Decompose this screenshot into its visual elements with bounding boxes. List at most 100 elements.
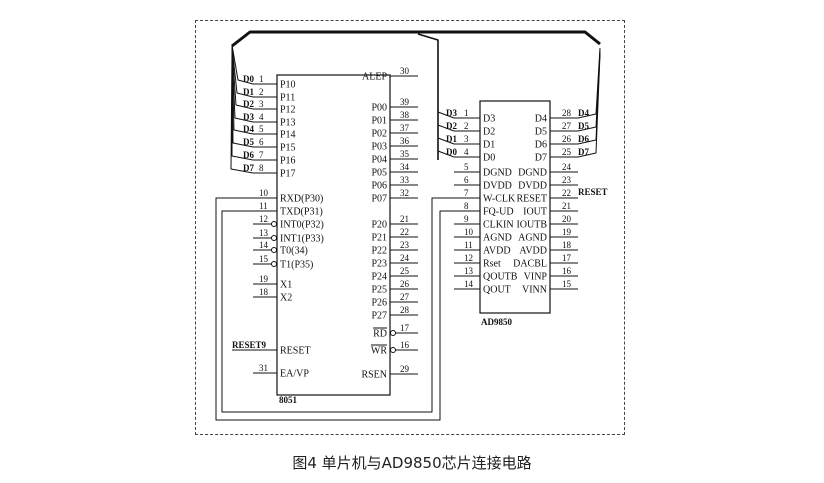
net-label: D7 <box>578 147 589 157</box>
mcu-pin-number: 36 <box>400 136 410 146</box>
mcu-pin-number: 18 <box>259 287 269 297</box>
inversion-bubble <box>271 261 277 267</box>
data-bus-wire-mcu <box>231 45 254 98</box>
ad9850-pin-label: DVDD <box>518 181 547 192</box>
mcu-pin-label: P26 <box>371 298 387 309</box>
ad9850-pin-label: AGND <box>518 233 547 244</box>
mcu-pin-label: P15 <box>280 143 296 154</box>
ad9850-pin-number: 1 <box>464 108 469 118</box>
ad9850-pin-label: IOUT <box>523 207 547 218</box>
ad9850-pin-number: 10 <box>464 227 474 237</box>
mcu-pin-label: P23 <box>371 259 387 270</box>
inversion-bubble <box>271 221 277 227</box>
ad9850-pin-number: 14 <box>464 279 474 289</box>
net-label: D2 <box>243 99 254 109</box>
ad9850-pin-label: D1 <box>483 140 495 151</box>
ad9850-pin-label: QOUTB <box>483 272 518 283</box>
ad9850-pin-number: 23 <box>562 175 572 185</box>
mcu-pin-number: 32 <box>400 188 409 198</box>
mcu-pin-label: WR <box>371 346 387 357</box>
mcu-pin-label: P01 <box>371 116 387 127</box>
mcu-pin-label: RESET <box>280 346 311 357</box>
mcu-pin-label: RD <box>373 329 387 340</box>
mcu-pin-label: P27 <box>371 311 387 322</box>
ad9850-pin-label: AVDD <box>519 246 547 257</box>
ad9850-pin-number: 27 <box>562 121 572 131</box>
ad9850-pin-number: 19 <box>562 227 572 237</box>
net-label: RESET <box>578 187 608 197</box>
mcu-pin-label: P22 <box>371 246 387 257</box>
ad9850-pin-number: 9 <box>464 214 469 224</box>
ad9850-pin-label: D7 <box>535 153 547 164</box>
mcu-pin-label: P12 <box>280 105 296 116</box>
ad9850-pin-label: FQ-UD <box>483 207 514 218</box>
mcu-pin-number: 34 <box>400 162 410 172</box>
net-label: D2 <box>446 121 457 131</box>
mcu-pin-label: P21 <box>371 233 387 244</box>
mcu-pin-number: 25 <box>400 266 410 276</box>
mcu-pin-number: 4 <box>259 112 264 122</box>
ad9850-pin-number: 22 <box>562 188 571 198</box>
wclk-wire <box>215 197 454 421</box>
ad9850-pin-number: 2 <box>464 121 469 131</box>
ad9850-pin-label: DVDD <box>483 181 512 192</box>
mcu-pin-label: P20 <box>371 220 387 231</box>
mcu-pin-number: 12 <box>259 214 268 224</box>
ad9850-pin-number: 24 <box>562 162 572 172</box>
inversion-bubble <box>390 330 396 336</box>
net-label: D1 <box>446 134 457 144</box>
mcu-pin-number: 15 <box>259 254 269 264</box>
mcu-pin-label: P07 <box>371 194 387 205</box>
mcu-pin-label: P04 <box>371 155 387 166</box>
net-label: D3 <box>446 108 457 118</box>
mcu-pin-number: 26 <box>400 279 410 289</box>
mcu-pin-label: INT1(P33) <box>280 234 324 245</box>
ad9850-pin-number: 7 <box>464 188 469 198</box>
ad9850-pin-number: 25 <box>562 147 572 157</box>
net-label: D4 <box>578 108 589 118</box>
ad9850-pin-label: DGND <box>483 168 512 179</box>
fqud-wire <box>221 197 454 413</box>
mcu-pin-label: P02 <box>371 129 387 140</box>
mcu-pin-label: X1 <box>280 280 292 291</box>
ad9850-pin-label: VINP <box>524 272 548 283</box>
mcu-pin-number: 10 <box>259 188 269 198</box>
data-bus-wire-mcu <box>231 46 254 110</box>
net-label: D0 <box>446 147 457 157</box>
mcu-pin-number: 28 <box>400 305 410 315</box>
ad9850-pin-label: D3 <box>483 114 495 125</box>
ad9850-pin-label: IOUTB <box>516 220 547 231</box>
mcu-pin-label: P05 <box>371 168 387 179</box>
mcu-pin-number: 16 <box>400 340 410 350</box>
inversion-bubble <box>271 235 277 241</box>
mcu-pin-label: INT0(P32) <box>280 220 324 231</box>
mcu-pin-label: P03 <box>371 142 387 153</box>
ad9850-pin-number: 15 <box>562 279 572 289</box>
ad9850-pin-label: VINN <box>522 285 547 296</box>
data-bus-wire-ad9850-right <box>577 53 601 158</box>
ad9850-pin-label: D6 <box>535 140 547 151</box>
ad9850-pin-label: DGND <box>518 168 547 179</box>
mcu-pin-number: 31 <box>259 363 268 373</box>
mcu-pin-number: 33 <box>400 175 410 185</box>
ad9850-pin-label: AVDD <box>483 246 511 257</box>
ad9850-pin-label: QOUT <box>483 285 511 296</box>
net-label: D4 <box>243 124 254 134</box>
ad9850-pin-number: 11 <box>464 240 473 250</box>
data-bus-wire-ad9850-left <box>437 40 455 119</box>
mcu-pin-number: 30 <box>400 66 410 76</box>
mcu-pin-number: 3 <box>259 99 264 109</box>
ad9850-pin-number: 21 <box>562 201 571 211</box>
mcu-pin-label: P17 <box>280 169 296 180</box>
mcu-pin-label: T0(34) <box>280 246 308 257</box>
mcu-pin-number: 5 <box>259 124 264 134</box>
ad9850-pin-number: 16 <box>562 266 572 276</box>
mcu-pin-label: T1(P35) <box>280 260 313 271</box>
ad9850-pin-number: 3 <box>464 134 469 144</box>
net-label: D5 <box>578 121 589 131</box>
net-label: D6 <box>578 134 589 144</box>
mcu-pin-label: RSEN <box>361 370 387 381</box>
mcu-pin-label: P14 <box>280 130 296 141</box>
ad9850-pin-label: DACBL <box>513 259 547 270</box>
mcu-pin-label: P00 <box>371 103 387 114</box>
